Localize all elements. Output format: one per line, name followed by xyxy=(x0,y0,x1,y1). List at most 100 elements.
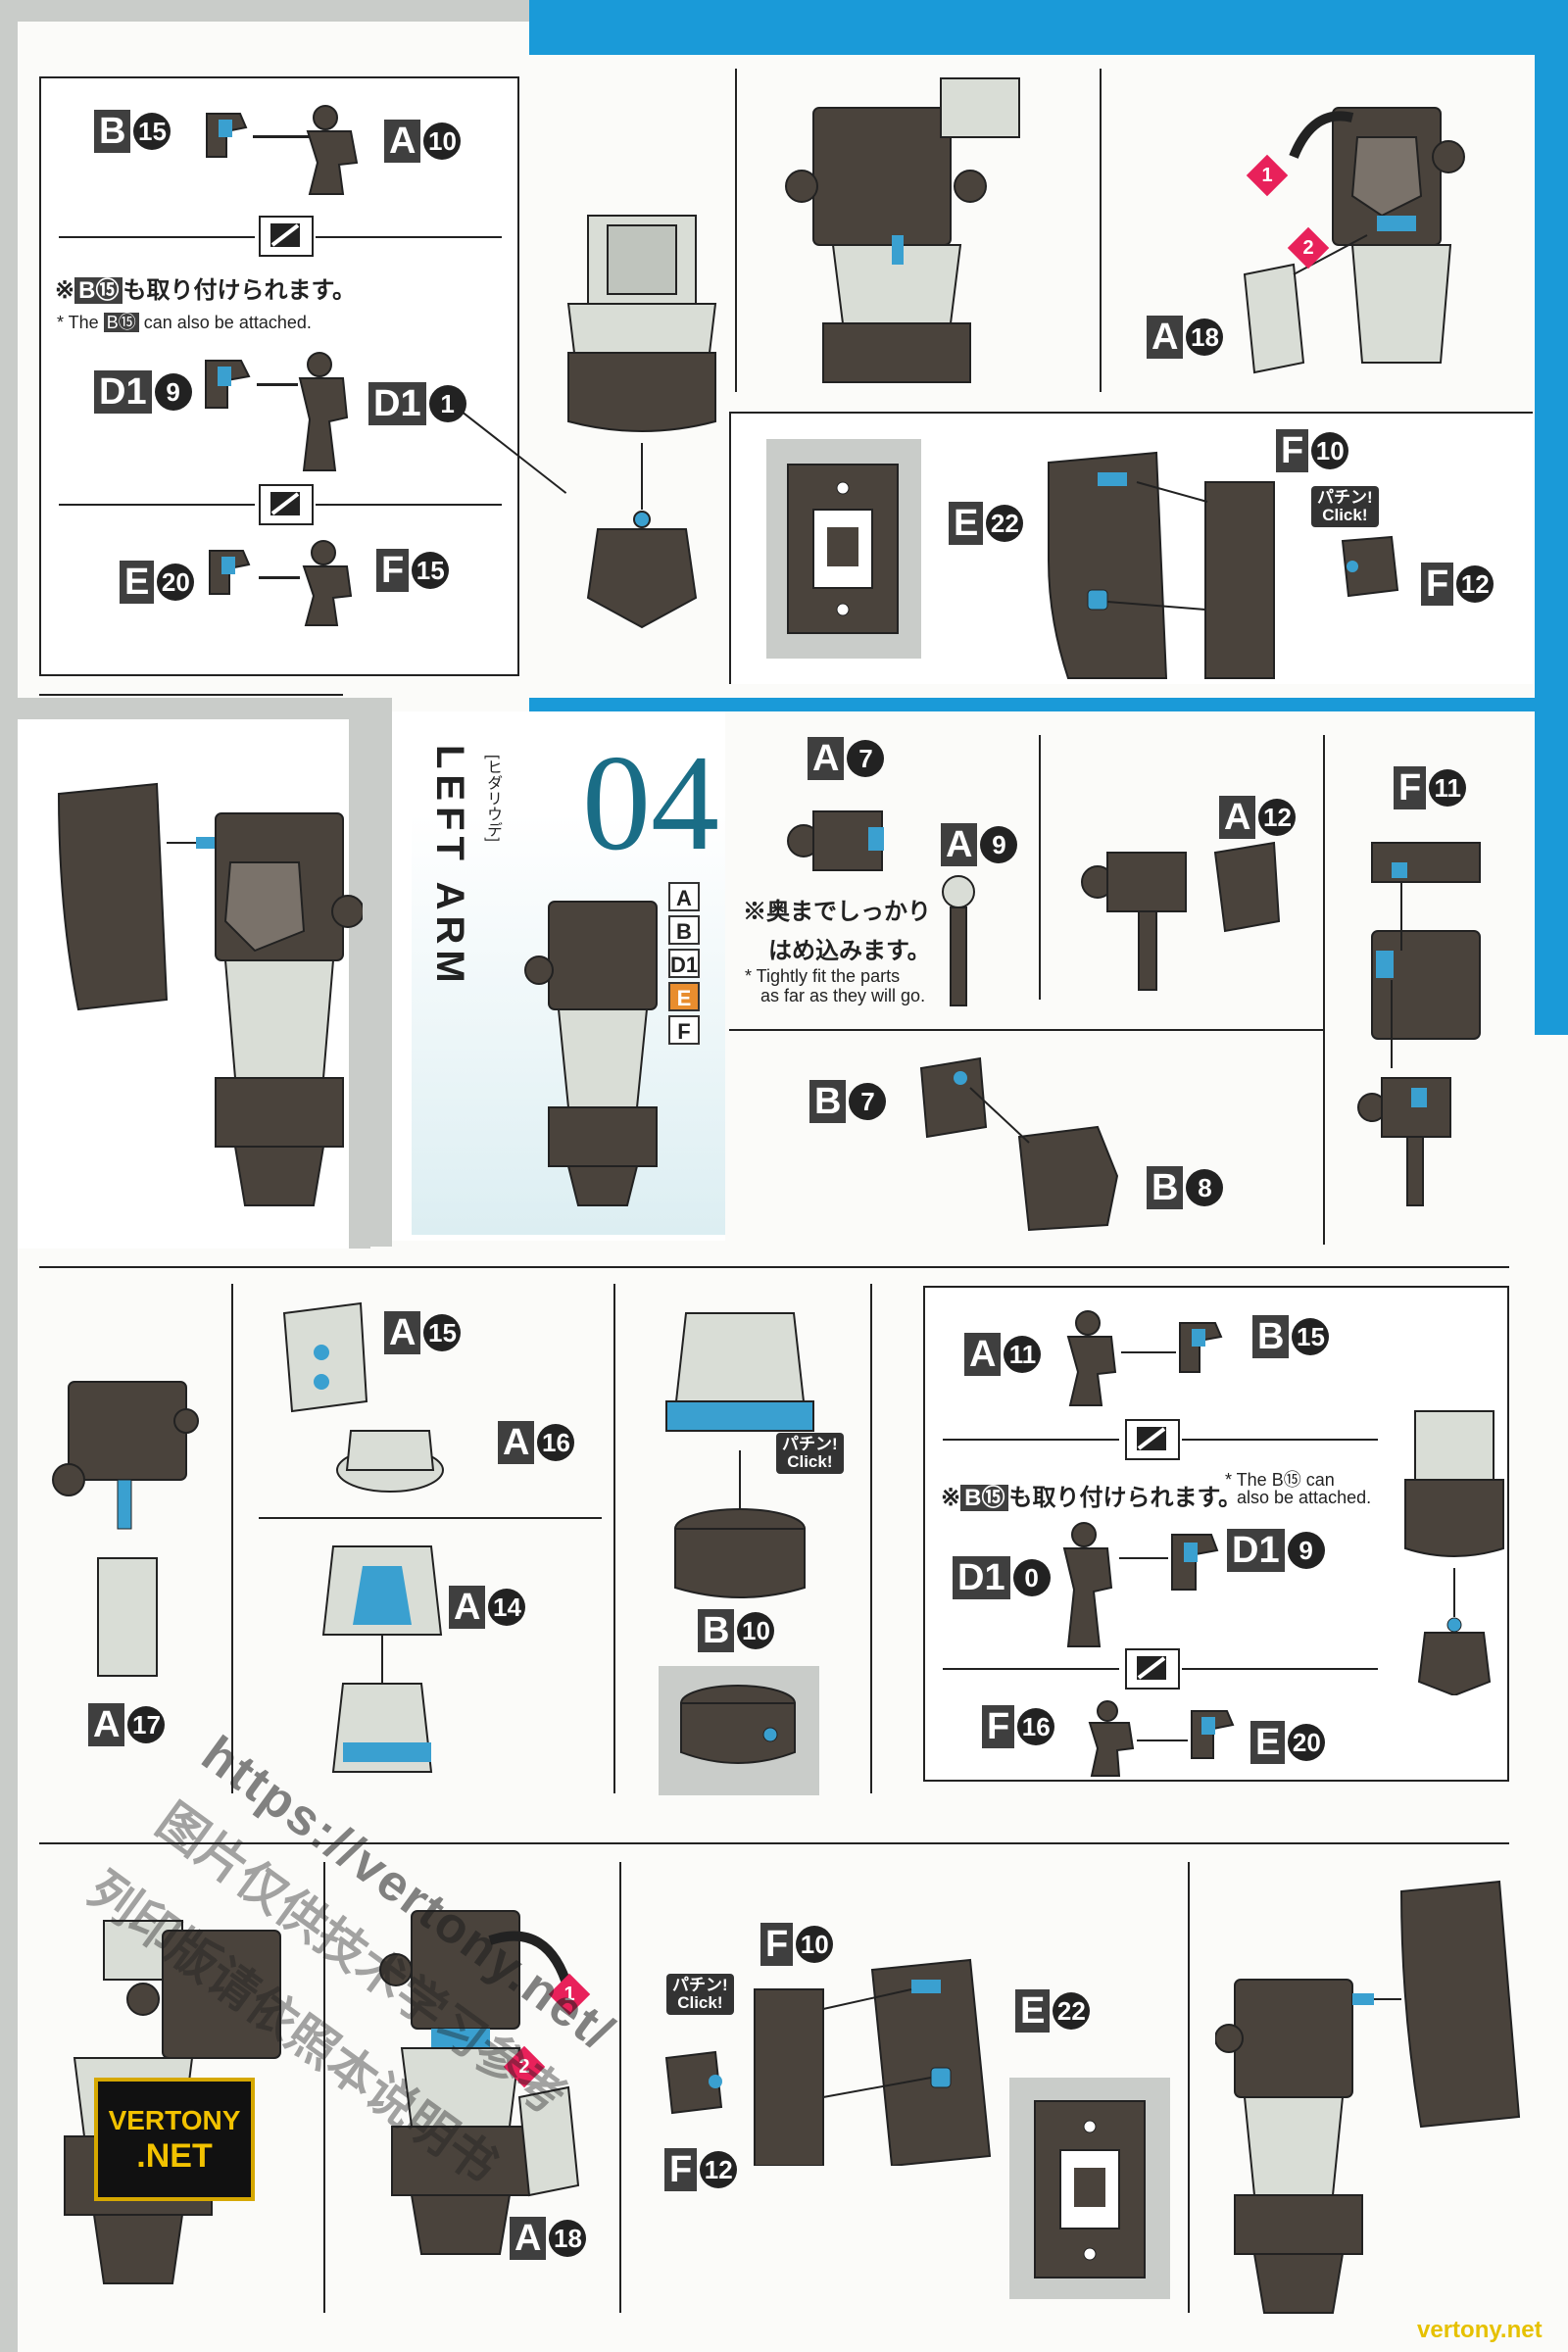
part-b15-shape xyxy=(201,108,250,168)
arrow-b15-a10 xyxy=(253,135,310,138)
label-b8: B 8 xyxy=(1147,1166,1224,1209)
label-d19: D1 9 xyxy=(94,370,192,414)
elbow-detail-part xyxy=(784,461,902,642)
sep-row1-a xyxy=(735,69,737,392)
label-a15: A 15 xyxy=(384,1311,462,1354)
mid-divider-2-right xyxy=(1182,1668,1378,1670)
part-d10-d19 xyxy=(1054,1515,1231,1657)
click-badge-bottom: パチン! Click! xyxy=(666,1974,734,2015)
step-1-badge: 1 xyxy=(1246,154,1289,197)
mid-note-en-1: * The B⑮ can xyxy=(1225,1470,1335,1490)
part-d19-shape xyxy=(200,355,255,418)
right-blue-bar xyxy=(1535,55,1568,1035)
mid-blue-band xyxy=(529,698,1568,711)
label-a11: A 11 xyxy=(964,1333,1042,1376)
alt-part-icon-2 xyxy=(259,484,314,525)
label-f12-bottom: F 12 xyxy=(664,2148,738,2191)
label-a7: A 7 xyxy=(808,737,885,780)
label-a9: A 9 xyxy=(941,823,1018,866)
section04-ruby: [ヒダリウデ] xyxy=(484,755,501,842)
watermark-corner: vertony.net xyxy=(1417,2317,1543,2343)
runner-f: F xyxy=(668,1015,700,1045)
forearm-lower-assembly-2 xyxy=(1396,1401,1513,1700)
label-e22-bottom: E 22 xyxy=(1015,1989,1091,2033)
elbow-e22-part xyxy=(1039,443,1431,693)
label-a18-bottom: A 18 xyxy=(510,2217,587,2260)
forearm-lower-assembly xyxy=(549,186,735,642)
part-f16-e20 xyxy=(1078,1697,1254,1787)
label-d10: D1 0 xyxy=(953,1556,1051,1599)
label-f15: F 15 xyxy=(376,549,450,592)
divider-2-right xyxy=(316,504,502,506)
runner-d1: D1 xyxy=(668,949,700,978)
part-a9-shape xyxy=(931,872,990,1024)
part-b10-assembly xyxy=(657,1294,833,1612)
label-a14: A 14 xyxy=(449,1586,526,1629)
step-2-badge: 2 xyxy=(1287,226,1330,270)
sep-mid-h xyxy=(259,1517,602,1519)
part-a7-shape xyxy=(784,792,921,895)
section-divider-top xyxy=(39,694,343,696)
label-e20-mid: E 20 xyxy=(1250,1721,1326,1764)
alt-part-icon-4 xyxy=(1125,1648,1180,1690)
mid-divider-1-left xyxy=(943,1439,1119,1441)
label-b10: B 10 xyxy=(698,1609,775,1652)
sep-bot-b xyxy=(619,1862,621,2313)
arm-note-en-2: as far as they will go. xyxy=(760,986,926,1005)
label-e22-top: E 22 xyxy=(949,502,1024,545)
section04-preview-arm xyxy=(480,882,676,1220)
left-grey-bar xyxy=(0,0,18,2352)
arm-note-jp-1: ※奥までしっかり xyxy=(743,899,931,925)
part-d11-shape xyxy=(290,349,359,481)
label-a12: A 12 xyxy=(1219,796,1297,839)
label-a18-top: A 18 xyxy=(1147,316,1224,359)
runner-b: B xyxy=(668,915,700,945)
sep-arm-h xyxy=(729,1029,1323,1031)
sep-arm-b xyxy=(1323,735,1325,1245)
elbow-e22-part-bottom xyxy=(657,1950,1009,2171)
click-badge-top: パチン! Click! xyxy=(1311,486,1379,527)
part-a11-b15 xyxy=(1058,1303,1235,1416)
sep-bot-c xyxy=(1188,1862,1190,2313)
runner-a: A xyxy=(668,882,700,911)
alt-note-en: * The B⑮ can also be attached. xyxy=(57,313,312,332)
sep-bot-a xyxy=(323,1862,325,2313)
label-b15-mid: B 15 xyxy=(1252,1315,1330,1358)
mid-row-top-line xyxy=(39,1266,1509,1268)
label-f10-top: F 10 xyxy=(1276,429,1349,472)
section04-number: 04 xyxy=(582,727,719,879)
mid-note-en-2: also be attached. xyxy=(1237,1488,1372,1507)
part-a15-a16 xyxy=(272,1294,449,1504)
label-f11: F 11 xyxy=(1394,766,1467,809)
part-a10-shape xyxy=(300,102,368,205)
divider-1-left xyxy=(59,236,255,238)
arm-assembled-bottom xyxy=(1214,1872,1529,2328)
section04-grey-frame xyxy=(370,698,392,1247)
label-f12-top: F 12 xyxy=(1421,563,1494,606)
runner-e: E xyxy=(668,982,700,1011)
divider-1-right xyxy=(316,236,502,238)
label-b15: B 15 xyxy=(94,110,172,153)
label-f10-bottom: F 10 xyxy=(760,1923,834,1966)
arrow-d19-d11 xyxy=(257,383,298,386)
shoulder-joint-a17 xyxy=(49,1362,216,1700)
part-e20-shape xyxy=(204,545,257,605)
label-f16: F 16 xyxy=(982,1705,1055,1748)
label-d11: D1 1 xyxy=(368,382,466,425)
click-badge-mid: パチン! Click! xyxy=(776,1433,844,1474)
sep-row1-b xyxy=(1100,69,1102,392)
bottom-row-top-line xyxy=(39,1842,1509,1844)
sep-arm-a xyxy=(1039,735,1041,1000)
label-a17: A 17 xyxy=(88,1703,166,1746)
b10-detail-part xyxy=(674,1680,802,1783)
arm-note-jp-2: はめ込みます。 xyxy=(768,938,931,964)
sep-mid-b xyxy=(613,1284,615,1793)
part-f11-assembly xyxy=(1352,823,1509,1220)
label-a10: A 10 xyxy=(384,120,462,163)
forearm-cover-step xyxy=(1137,69,1490,397)
alt-part-icon-3 xyxy=(1125,1419,1180,1460)
elbow-detail-part-bottom xyxy=(1031,2097,1149,2288)
alt-part-icon xyxy=(259,216,314,257)
vertony-logo: VERTONY .NET xyxy=(94,2078,255,2201)
